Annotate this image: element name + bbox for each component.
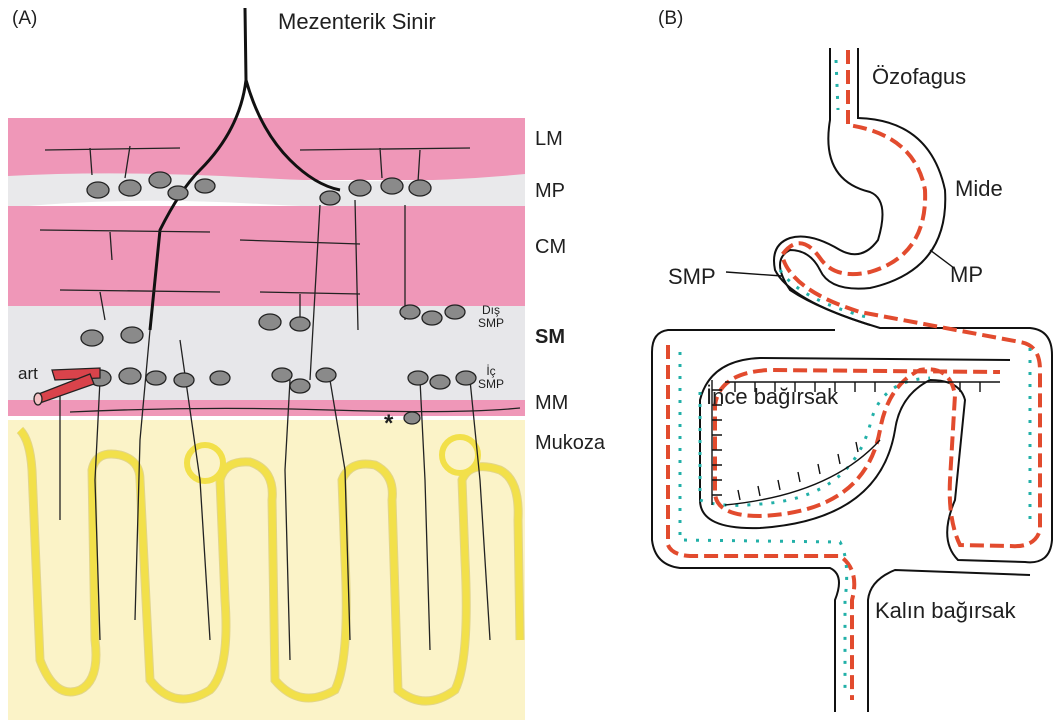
- smp-pointer: [726, 272, 782, 276]
- mp-pointer: [930, 250, 954, 268]
